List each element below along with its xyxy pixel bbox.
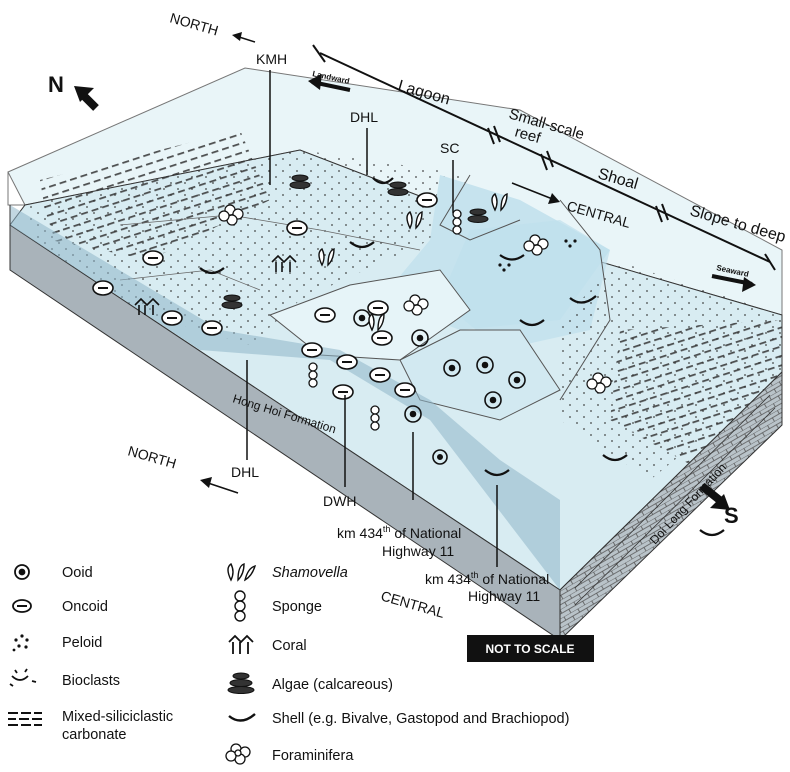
legend-ooid-label: Ooid xyxy=(62,565,93,581)
legend-ooid-icon xyxy=(14,564,30,580)
legend-foraminifera-label: Foraminifera xyxy=(272,748,354,764)
km434-a-post: of National xyxy=(390,525,461,541)
ooid-symbols xyxy=(353,309,526,465)
legend-bioclasts-icon xyxy=(9,668,37,687)
location-dwh: DWH xyxy=(323,493,356,509)
legend-foraminifera-icon xyxy=(225,743,251,765)
legend-shell-label: Shell (e.g. Bivalve, Gastopod and Brachi… xyxy=(272,711,569,727)
location-dhl-bottom: DHL xyxy=(231,464,259,480)
legend-algae-icon xyxy=(227,672,255,694)
km434-a-sup: th xyxy=(383,524,391,534)
compass-s-label: S xyxy=(724,503,739,528)
legend: Ooid Oncoid Peloid Bioclasts Mixed-silic… xyxy=(8,562,569,765)
svg-text:km 434th of National: km 434th of National xyxy=(425,570,549,587)
km434-b-post: of National xyxy=(478,571,549,587)
central-label-bottom: CENTRAL xyxy=(379,588,446,621)
not-to-scale-badge: NOT TO SCALE xyxy=(467,635,594,662)
compass-n-label: N xyxy=(48,72,64,97)
svg-text:km 434th of National: km 434th of National xyxy=(337,524,461,541)
legend-algae-label: Algae (calcareous) xyxy=(272,677,393,693)
legend-shamovella-label: Shamovella xyxy=(272,565,348,581)
location-dhl-top: DHL xyxy=(350,109,378,125)
legend-mixed-label-line2: carbonate xyxy=(62,727,127,743)
sponge-symbols xyxy=(308,209,462,431)
legend-oncoid-icon xyxy=(12,599,32,613)
shell-symbols xyxy=(199,177,725,537)
compass-south: S xyxy=(699,482,739,528)
km434-b-line2: Highway 11 xyxy=(468,588,540,604)
km434-a-pre: km 434 xyxy=(337,525,383,541)
km434-b-sup: th xyxy=(471,570,479,580)
legend-mixed-label-line1: Mixed-siliciclastic xyxy=(62,709,173,725)
legend-sponge-icon xyxy=(234,590,246,622)
legend-bioclasts-label: Bioclasts xyxy=(62,673,120,689)
location-km434-b: km 434th of National Highway 11 xyxy=(425,570,549,604)
oncoid-symbols xyxy=(92,192,438,400)
not-to-scale-text: NOT TO SCALE xyxy=(485,642,574,656)
location-lines xyxy=(246,70,498,567)
north-arrow-top: NORTH xyxy=(168,10,256,43)
legend-mixed-icon xyxy=(8,712,42,726)
location-sc: SC xyxy=(440,140,459,156)
legend-shell-icon xyxy=(228,713,256,722)
legend-peloid-label: Peloid xyxy=(62,635,102,651)
peloid-symbols xyxy=(498,239,577,272)
compass-north: N xyxy=(48,72,99,111)
legend-peloid-icon xyxy=(12,634,29,652)
foraminifera-symbols xyxy=(218,204,612,394)
north-label-bottom: NORTH xyxy=(126,443,178,472)
legend-oncoid-label: Oncoid xyxy=(62,599,108,615)
km434-b-pre: km 434 xyxy=(425,571,471,587)
coral-symbols xyxy=(134,254,297,315)
shamovella-symbols xyxy=(318,192,508,332)
north-label-top: NORTH xyxy=(168,10,220,39)
km434-a-line2: Highway 11 xyxy=(382,543,454,559)
sediment-surface xyxy=(9,130,783,591)
zone-reef-line2: reef xyxy=(513,124,543,148)
location-km434-a: km 434th of National Highway 11 xyxy=(337,524,461,559)
algae-symbols xyxy=(221,174,489,309)
legend-sponge-label: Sponge xyxy=(272,599,322,615)
location-kmh: KMH xyxy=(256,51,287,67)
zonation-scale xyxy=(312,44,776,271)
legend-shamovella-icon xyxy=(227,562,257,582)
legend-coral-icon xyxy=(228,634,254,654)
north-arrow-bottom: NORTH xyxy=(126,443,239,494)
legend-coral-label: Coral xyxy=(272,638,307,654)
